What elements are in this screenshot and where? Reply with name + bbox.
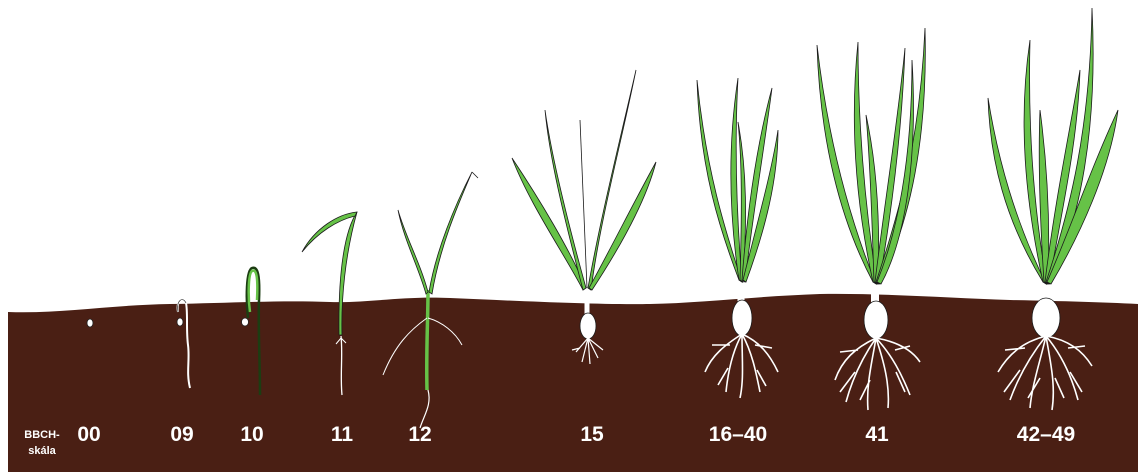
stage-label-00: 00 [77,423,100,447]
stage-label-11: 11 [331,423,353,447]
stage-label-41: 41 [865,423,888,447]
bulb [1032,298,1060,338]
stage-label-16-40: 16–40 [709,423,767,447]
stage-label-12: 12 [408,423,431,447]
bbch-scale-label: BBCH- skála [19,427,65,459]
leaf [545,110,586,290]
seed [87,319,93,327]
leaf-tip [472,172,478,178]
stage-label-10: 10 [240,423,263,447]
leaf [512,158,586,290]
stem [427,290,428,390]
leaf [429,172,472,294]
bulb [580,313,596,339]
root [341,336,342,395]
plant-stage-00 [87,319,93,327]
stage-label-15: 15 [580,423,603,447]
bulb [732,300,752,336]
stage-label-09: 09 [170,423,193,447]
leaf-tip [580,120,587,288]
leaf [398,210,428,294]
bulb [864,301,888,339]
bbch-scale-label-line1: BBCH- [19,427,65,443]
stage-label-42-49: 42–49 [1017,423,1075,447]
bbch-scale-label-line2: skála [19,443,65,459]
seed [242,318,249,326]
leaf [589,162,656,290]
seed [177,318,183,326]
